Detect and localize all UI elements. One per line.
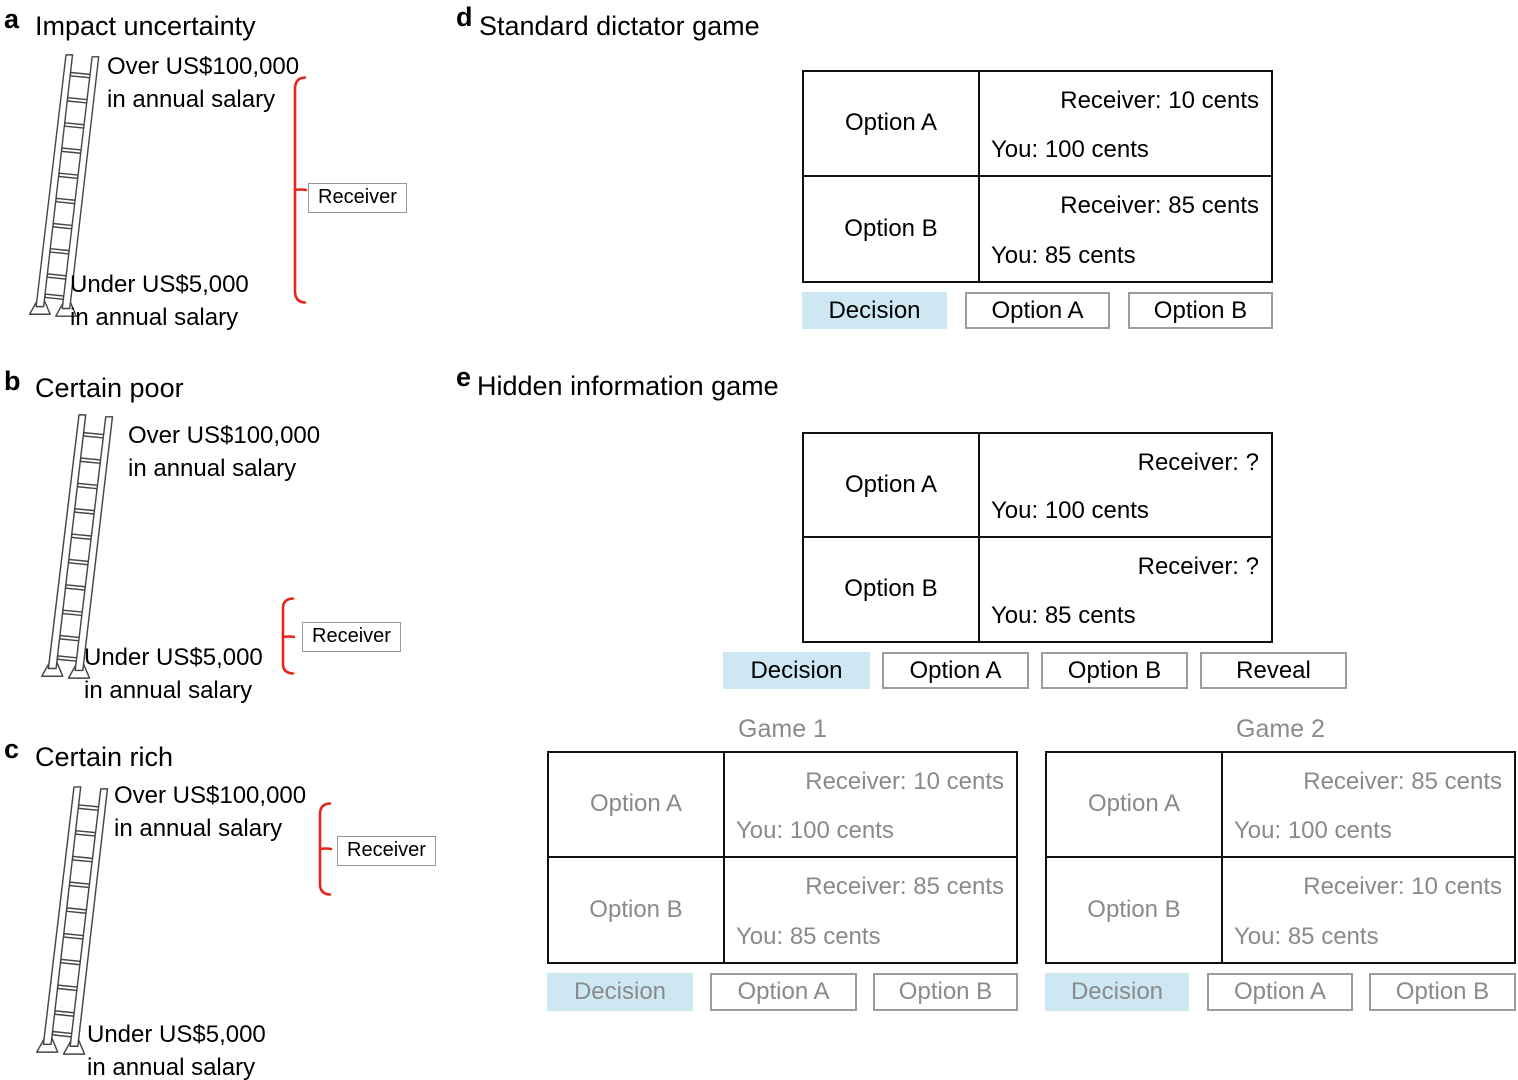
option-a-button[interactable]: Option A [1207, 973, 1353, 1011]
decision-chip: Decision [547, 973, 693, 1011]
option-cell: Option A [1047, 753, 1223, 858]
payoff-table-hidden: Option A Receiver: ? You: 100 cents Opti… [802, 432, 1273, 643]
payoff-table-standard: Option A Receiver: 10 cents You: 100 cen… [802, 70, 1273, 283]
panel-e-title: Hidden information game [477, 371, 779, 401]
payoff-cell: Receiver: 10 cents You: 100 cents [725, 753, 1016, 858]
option-b-button[interactable]: Option B [1369, 973, 1516, 1011]
option-b-button[interactable]: Option B [873, 973, 1018, 1011]
reveal-button[interactable]: Reveal [1200, 652, 1347, 689]
receiver-payoff: Receiver: 85 cents [1060, 191, 1259, 219]
panel-c-letter: c [4, 734, 20, 764]
payoff-cell: Receiver: ? You: 85 cents [980, 538, 1271, 642]
ladder-icon [28, 54, 100, 317]
top-rung-line2: in annual salary [114, 815, 283, 842]
option-cell: Option B [549, 857, 725, 962]
top-rung-line1: Over US$100,000 [114, 782, 307, 809]
top-rung-label: Over US$100,000 in annual salary [114, 779, 306, 845]
ladder-icon [41, 414, 114, 679]
panel-d-letter: d [456, 2, 473, 32]
option-cell: Option B [804, 176, 980, 281]
option-cell: Option A [549, 753, 725, 858]
decision-chip: Decision [723, 652, 870, 689]
option-a-button[interactable]: Option A [710, 973, 857, 1011]
you-payoff: You: 85 cents [991, 242, 1136, 269]
decision-chip: Decision [802, 292, 947, 329]
receiver-label: Receiver [302, 622, 401, 652]
bottom-rung-label: Under US$5,000 in annual salary [70, 268, 249, 334]
you-payoff: You: 100 cents [736, 816, 894, 844]
bottom-rung-line2: in annual salary [87, 1054, 256, 1080]
receiver-payoff: Receiver: 10 cents [805, 768, 1004, 795]
top-rung-label: Over US$100,000 in annual salary [107, 50, 299, 116]
you-payoff: You: 85 cents [736, 923, 881, 950]
bottom-rung-line1: Under US$5,000 [84, 644, 263, 671]
option-cell: Option B [804, 537, 980, 641]
bottom-rung-label: Under US$5,000 in annual salary [84, 641, 263, 707]
option-cell: Option A [804, 72, 980, 177]
receiver-brace [293, 76, 308, 304]
payoff-table-game-1: Option A Receiver: 10 cents You: 100 cen… [547, 751, 1018, 964]
bottom-rung-line2: in annual salary [70, 304, 239, 331]
payoff-cell: Receiver: 10 cents You: 85 cents [1223, 858, 1514, 963]
top-rung-line1: Over US$100,000 [128, 422, 321, 449]
bottom-rung-line1: Under US$5,000 [70, 271, 249, 298]
receiver-payoff: Receiver: 85 cents [805, 872, 1004, 900]
receiver-payoff: Receiver: 10 cents [1303, 872, 1502, 900]
top-rung-line2: in annual salary [107, 86, 276, 113]
game-2-title: Game 2 [1236, 715, 1325, 743]
panel-b-title: Certain poor [35, 373, 184, 403]
payoff-table-game-2: Option A Receiver: 85 cents You: 100 cen… [1045, 751, 1516, 964]
you-payoff: You: 85 cents [991, 602, 1136, 629]
top-rung-line2: in annual salary [128, 455, 297, 482]
you-payoff: You: 100 cents [991, 496, 1149, 524]
receiver-payoff: Receiver: ? [1137, 552, 1259, 580]
receiver-label: Receiver [337, 836, 436, 866]
top-rung-line1: Over US$100,000 [107, 53, 300, 80]
option-a-button[interactable]: Option A [882, 652, 1029, 689]
panel-c-title: Certain rich [35, 742, 174, 772]
panel-e-letter: e [456, 362, 472, 392]
decision-chip: Decision [1045, 973, 1189, 1011]
receiver-label: Receiver [308, 183, 407, 213]
you-payoff: You: 100 cents [991, 135, 1149, 163]
payoff-cell: Receiver: 85 cents You: 100 cents [1223, 753, 1514, 858]
option-cell: Option A [804, 434, 980, 538]
panel-b-letter: b [4, 366, 21, 396]
panel-d-title: Standard dictator game [479, 11, 760, 41]
receiver-payoff: Receiver: ? [1137, 449, 1259, 476]
you-payoff: You: 85 cents [1234, 923, 1379, 950]
payoff-cell: Receiver: 10 cents You: 100 cents [980, 72, 1271, 177]
payoff-cell: Receiver: 85 cents You: 85 cents [725, 858, 1016, 963]
panel-a-letter: a [4, 4, 20, 34]
bottom-rung-line2: in annual salary [84, 677, 253, 704]
game-1-title: Game 1 [738, 715, 827, 743]
ladder-icon [36, 786, 109, 1055]
option-a-button[interactable]: Option A [965, 292, 1110, 329]
receiver-payoff: Receiver: 10 cents [1060, 87, 1259, 114]
bottom-rung-line1: Under US$5,000 [87, 1021, 266, 1048]
option-cell: Option B [1047, 857, 1223, 962]
top-rung-label: Over US$100,000 in annual salary [128, 419, 320, 485]
receiver-brace [281, 597, 296, 675]
option-b-button[interactable]: Option B [1128, 292, 1273, 329]
bottom-rung-label: Under US$5,000 in annual salary [87, 1018, 266, 1080]
receiver-brace [318, 802, 333, 896]
receiver-payoff: Receiver: 85 cents [1303, 768, 1502, 795]
panel-a-title: Impact uncertainty [35, 11, 256, 41]
payoff-cell: Receiver: 85 cents You: 85 cents [980, 177, 1271, 282]
payoff-cell: Receiver: ? You: 100 cents [980, 434, 1271, 538]
you-payoff: You: 100 cents [1234, 816, 1392, 844]
option-b-button[interactable]: Option B [1041, 652, 1188, 689]
